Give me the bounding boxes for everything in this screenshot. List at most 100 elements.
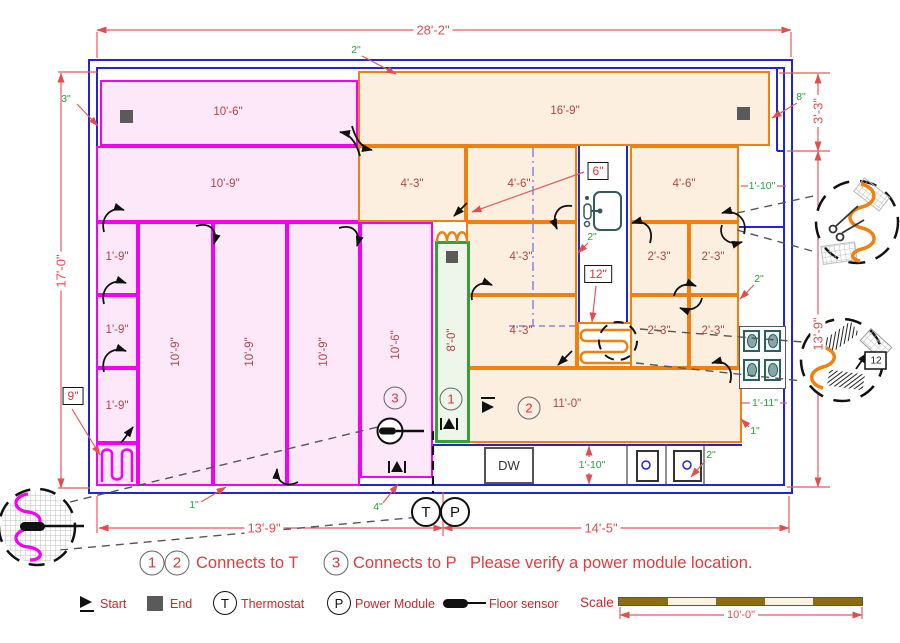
- dimension-label: 28'-2": [413, 22, 453, 38]
- detail-circle-cut: [814, 177, 900, 265]
- mat-turn-arrows: [102, 125, 746, 486]
- room-dim-label: 10'-9": [318, 337, 330, 367]
- note-circuit-3: 3: [323, 550, 349, 576]
- power-module-marker: P: [440, 497, 470, 527]
- start-icon: [481, 397, 495, 413]
- burner-icon: [743, 359, 760, 381]
- room-dim-label: 8'-0": [446, 328, 458, 352]
- room-mat: [213, 222, 287, 486]
- legend-end-icon: [147, 596, 163, 611]
- dimension-label: 14'-5": [581, 520, 621, 536]
- offset-label: 2": [351, 44, 361, 56]
- offset-label: 1": [750, 425, 760, 437]
- offset-label: 1'-11": [752, 397, 778, 409]
- cabinet-knob-icon: [641, 460, 651, 470]
- offset-label: 2": [706, 449, 716, 461]
- legend-sensor-label: Floor sensor: [489, 597, 559, 611]
- wall-segments: [433, 67, 785, 446]
- room-mat: [358, 146, 466, 222]
- boxed-offset-label: 6": [587, 162, 609, 180]
- end-square: [737, 107, 750, 120]
- note-circuit-1: 1: [139, 550, 165, 576]
- burner-icon: [764, 330, 781, 352]
- cabinet-knob-icon: [682, 460, 692, 470]
- dimension-label: 13'-9": [810, 314, 826, 354]
- circuit-number-2: 2: [517, 396, 541, 420]
- room-dim-label: 2'-3": [701, 251, 725, 263]
- dimension-lines: [57, 26, 863, 619]
- room-dim-label: 1'-9": [105, 324, 129, 336]
- room-dim-label: 10'-9": [244, 337, 256, 367]
- dimension-label: 3'-3": [810, 95, 826, 127]
- offset-label: 4": [373, 501, 383, 513]
- room-mat: [630, 146, 739, 222]
- offset-label: 1'-10": [748, 180, 776, 192]
- room-mat: [466, 295, 577, 368]
- end-square: [120, 110, 133, 123]
- room-mat: [96, 295, 138, 368]
- room-dim-label: 4'-3": [509, 325, 533, 337]
- room-dim-label: 11'-0": [552, 398, 582, 410]
- dishwasher: DW: [484, 447, 534, 484]
- offset-label: 1": [189, 499, 199, 511]
- detail-circle-sensor: [0, 487, 84, 567]
- room-dim-label: 4'-3": [509, 251, 533, 263]
- end-square: [446, 251, 458, 263]
- room-dim-label: 2'-3": [647, 251, 671, 263]
- room-mat: [100, 80, 358, 146]
- boxed-offset-label: 12": [584, 265, 612, 283]
- burner-icon: [764, 359, 781, 381]
- floor-sensor-icon: [376, 417, 424, 445]
- room-mat: [630, 295, 689, 368]
- end-icon: [388, 418, 458, 473]
- legend-end-label: End: [170, 597, 193, 611]
- room-mat: [689, 222, 739, 295]
- room-dim-label: 10'-6": [390, 330, 402, 360]
- dimension-label: 10'-0": [723, 609, 759, 621]
- offset-label: 2": [754, 273, 764, 285]
- offset-label: 1'-10": [578, 459, 606, 471]
- room-dim-label: 10'-9": [170, 337, 182, 367]
- room-dim-label: 10'-9": [210, 178, 240, 190]
- dimension-label: 13'-9": [244, 520, 284, 536]
- room-dim-label: 4'-6": [507, 178, 531, 190]
- legend-thermostat-icon: T: [213, 591, 237, 615]
- offset-label: 8": [796, 91, 806, 103]
- detail-reference-lines: [59, 194, 819, 551]
- sink-icon: [583, 191, 622, 231]
- detail-label: 12: [870, 355, 882, 367]
- scissors-icon: [828, 205, 865, 242]
- thermostat-marker: T: [411, 497, 441, 527]
- start-icon: [80, 596, 94, 612]
- dishwasher-label: DW: [498, 458, 520, 473]
- room-dim-label: 1'-9": [105, 251, 129, 263]
- note-connects-p: Connects to P: [353, 554, 457, 572]
- room-dim-label: 10'-6": [213, 106, 243, 118]
- mat-edge-loops: [435, 231, 469, 243]
- circuit-number-1: 1: [439, 387, 463, 411]
- outer-wall: [88, 59, 793, 494]
- legend-power-icon: P: [327, 591, 351, 615]
- legend-thermostat-label: Thermostat: [241, 597, 305, 611]
- room-dim-label: 2'-3": [647, 325, 671, 337]
- room-dim-label: 16'-9": [550, 105, 580, 117]
- room-dim-label: 4'-6": [672, 178, 696, 190]
- detail-highlight-circle: [598, 321, 638, 361]
- note-verify: Please verify a power module location.: [470, 554, 753, 572]
- legend-power-label: Power Module: [355, 597, 435, 611]
- leader-lines: [71, 55, 798, 504]
- floor-sensor-legend-icon: [443, 599, 486, 608]
- offset-label: 3": [61, 93, 71, 105]
- heating-cable-serpentine: [579, 328, 632, 365]
- circuit-number-3: 3: [383, 386, 407, 410]
- room-mat: [96, 146, 360, 222]
- legend-scale-label: Scale: [580, 595, 614, 610]
- counter-dividers: [626, 446, 705, 485]
- dimension-label: 17'-0": [53, 251, 69, 291]
- heating-cable-serpentine: [100, 448, 134, 483]
- room-mat: [630, 222, 689, 295]
- room-mat: [466, 368, 742, 443]
- burner-icon: [743, 330, 760, 352]
